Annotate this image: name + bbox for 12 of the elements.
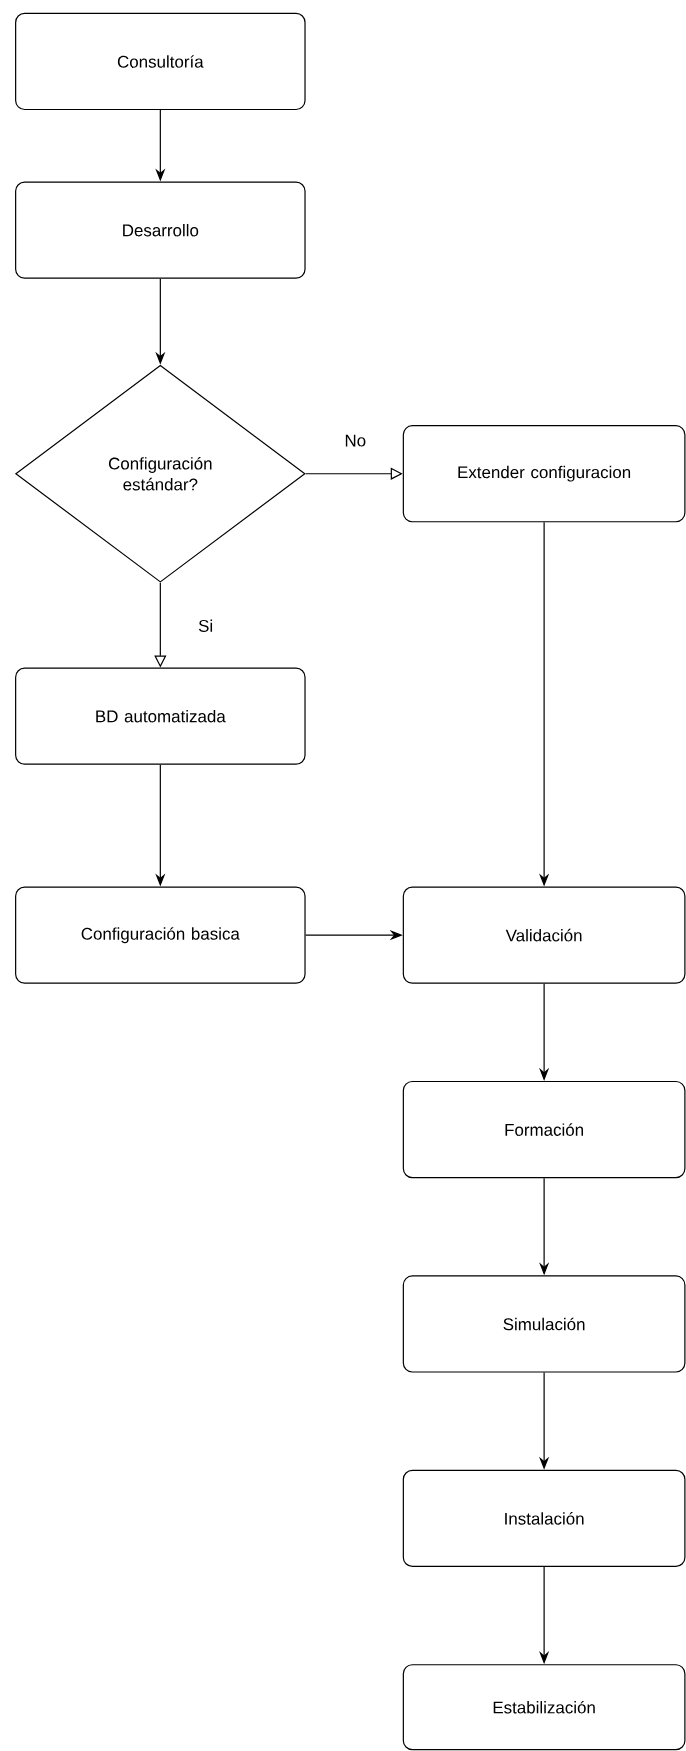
process-box: Validación (402, 886, 686, 984)
process-box: Extender configuracion (402, 425, 686, 523)
process-box: Configuración basica (15, 886, 306, 984)
process-box: Simulación (402, 1275, 686, 1373)
process-box: Estabilización (402, 1664, 686, 1751)
process-box: Formación (402, 1080, 686, 1179)
process-box: Instalación (402, 1469, 686, 1567)
process-box: BD automatizada (15, 667, 306, 765)
edge-label: No (345, 434, 366, 447)
process-box: Consultoría (15, 12, 306, 111)
edge-label: Si (198, 619, 213, 632)
process-box: Desarrollo (15, 181, 306, 279)
